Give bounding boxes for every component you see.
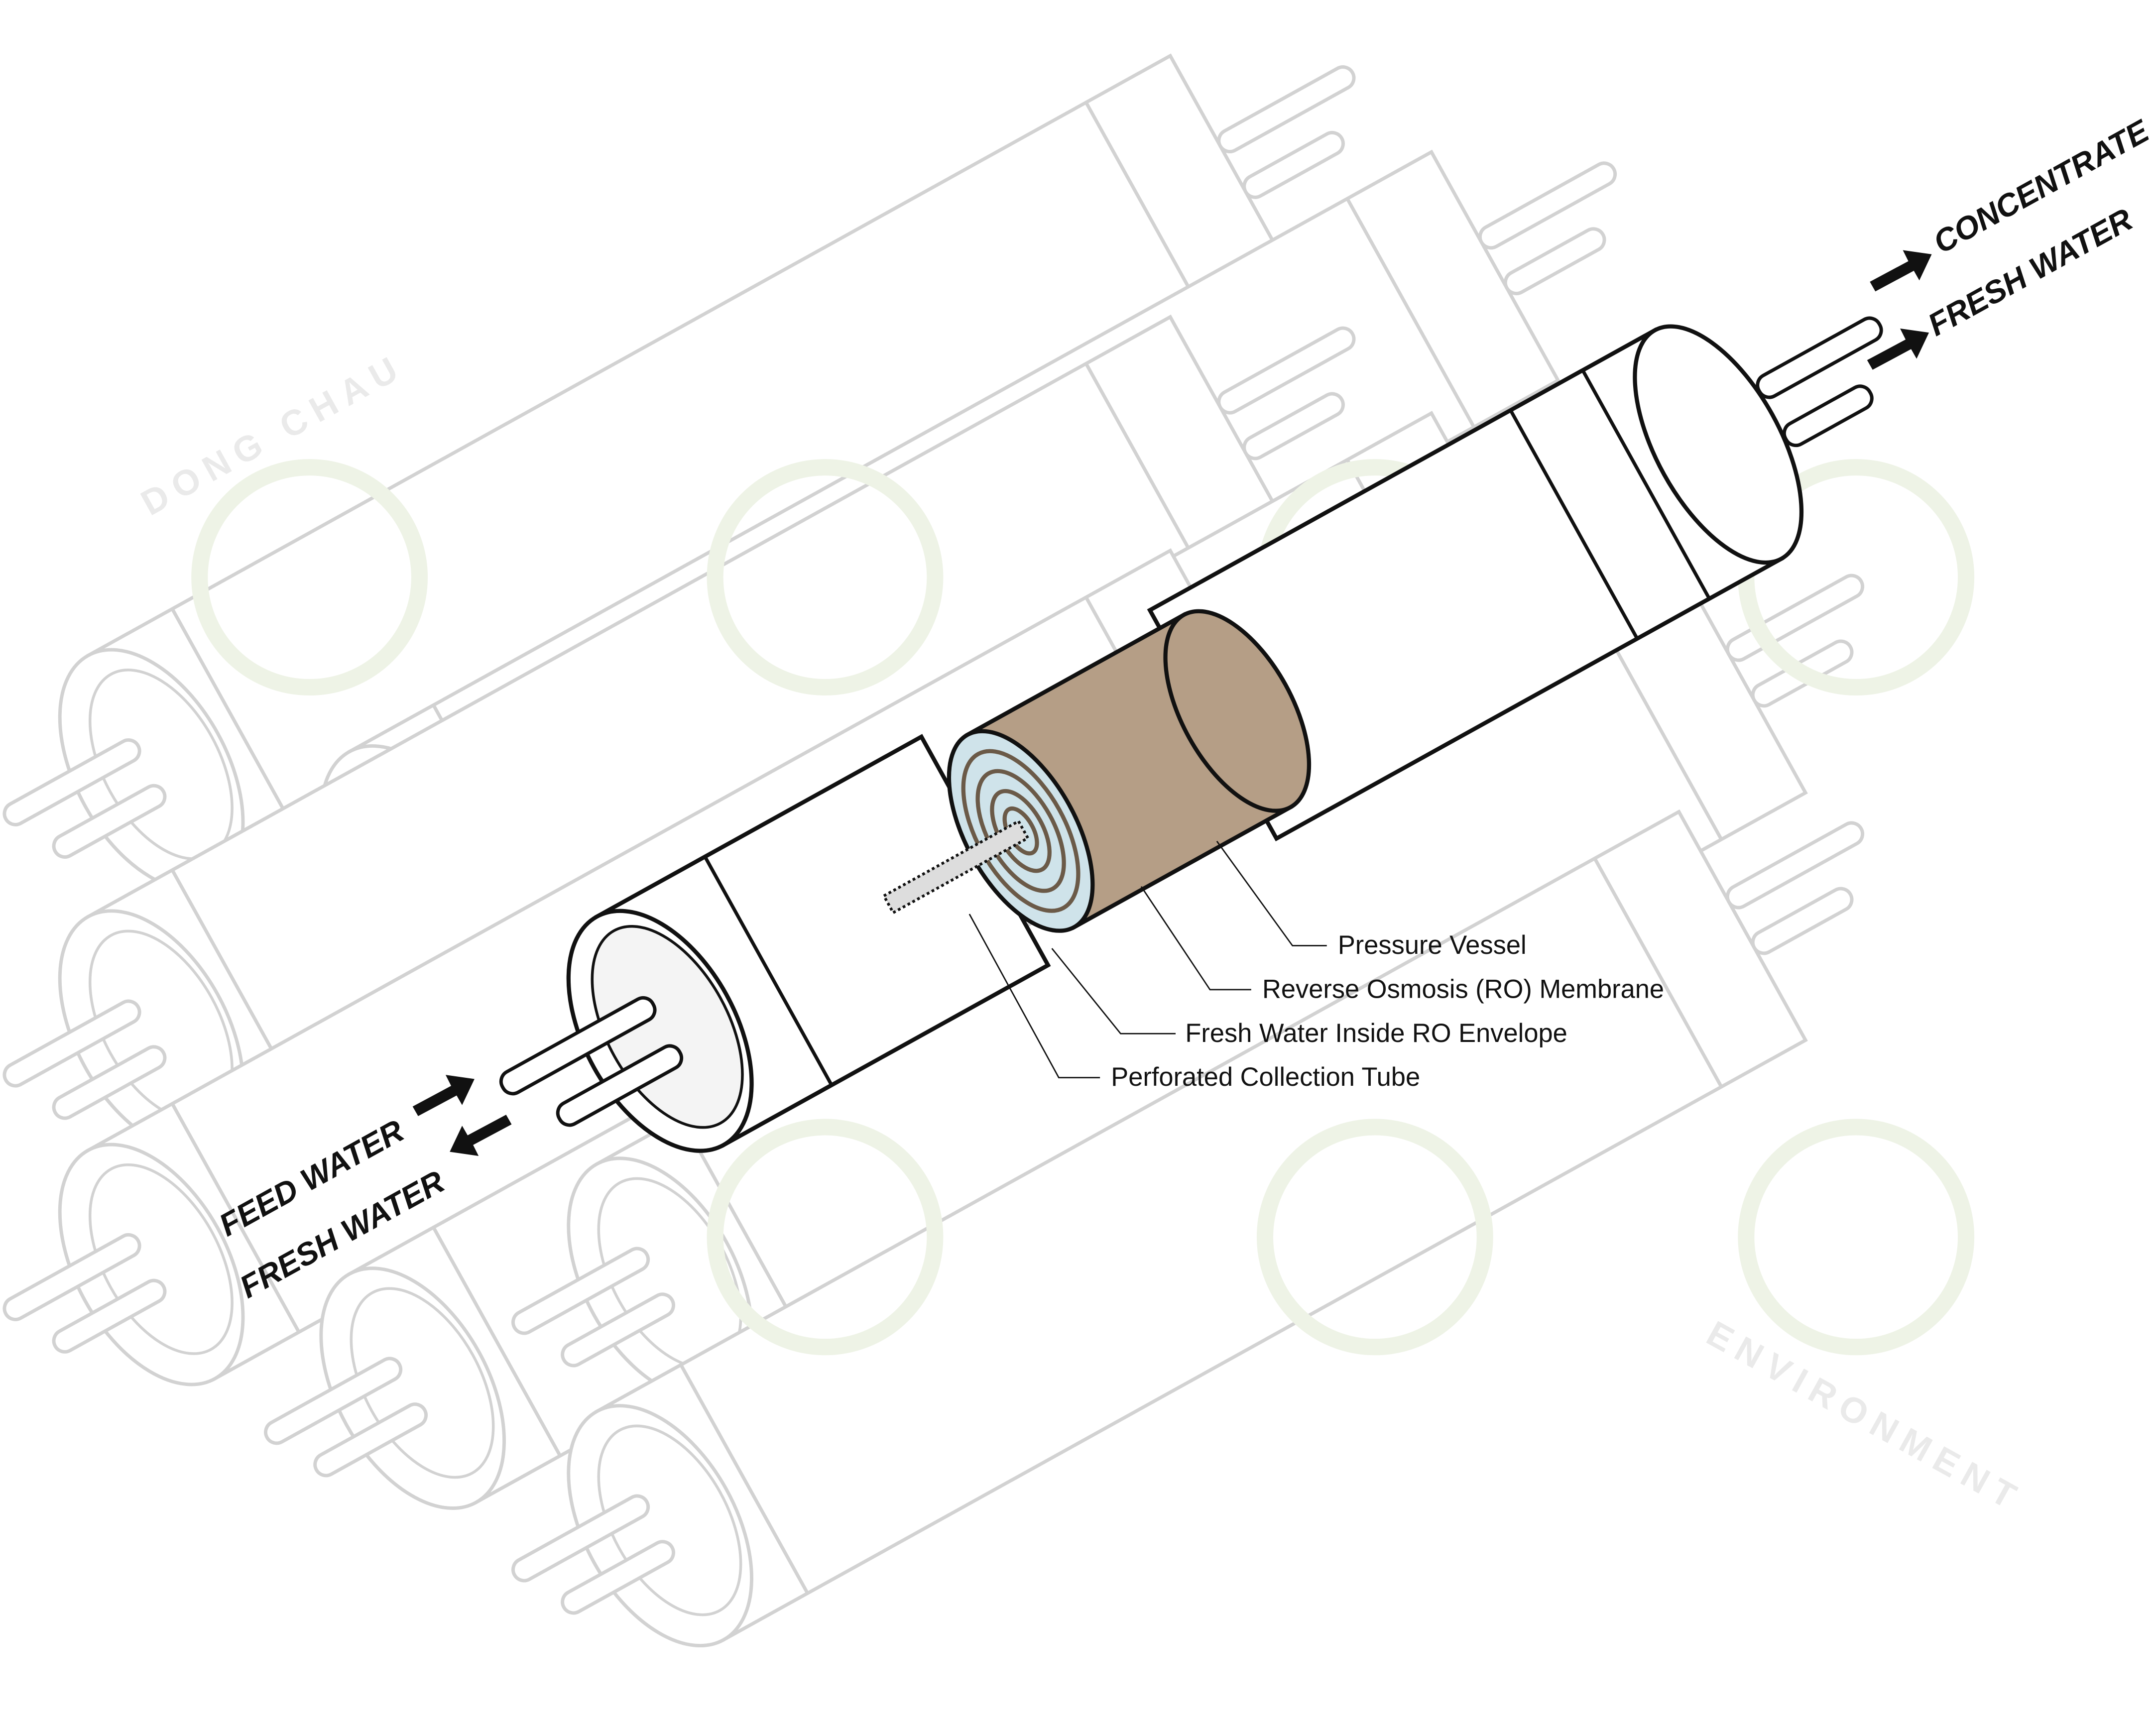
arrow-left-icon bbox=[450, 1115, 512, 1156]
svg-text:DONG CHAU: DONG CHAU bbox=[134, 345, 411, 523]
label-fresh-water-envelope: Fresh Water Inside RO Envelope bbox=[1185, 1019, 1567, 1048]
callouts bbox=[968, 840, 1327, 1078]
flow-arrows bbox=[412, 250, 1932, 1156]
arrow-right-icon bbox=[412, 1075, 475, 1116]
pressure-vessel bbox=[499, 316, 1883, 1153]
label-ro-membrane: Reverse Osmosis (RO) Membrane bbox=[1262, 975, 1664, 1004]
arrow-right-icon bbox=[1870, 250, 1932, 292]
label-collection-tube: Perforated Collection Tube bbox=[1111, 1063, 1420, 1092]
label-pressure-vessel: Pressure Vessel bbox=[1338, 931, 1527, 960]
arrow-right-icon bbox=[1867, 328, 1929, 370]
